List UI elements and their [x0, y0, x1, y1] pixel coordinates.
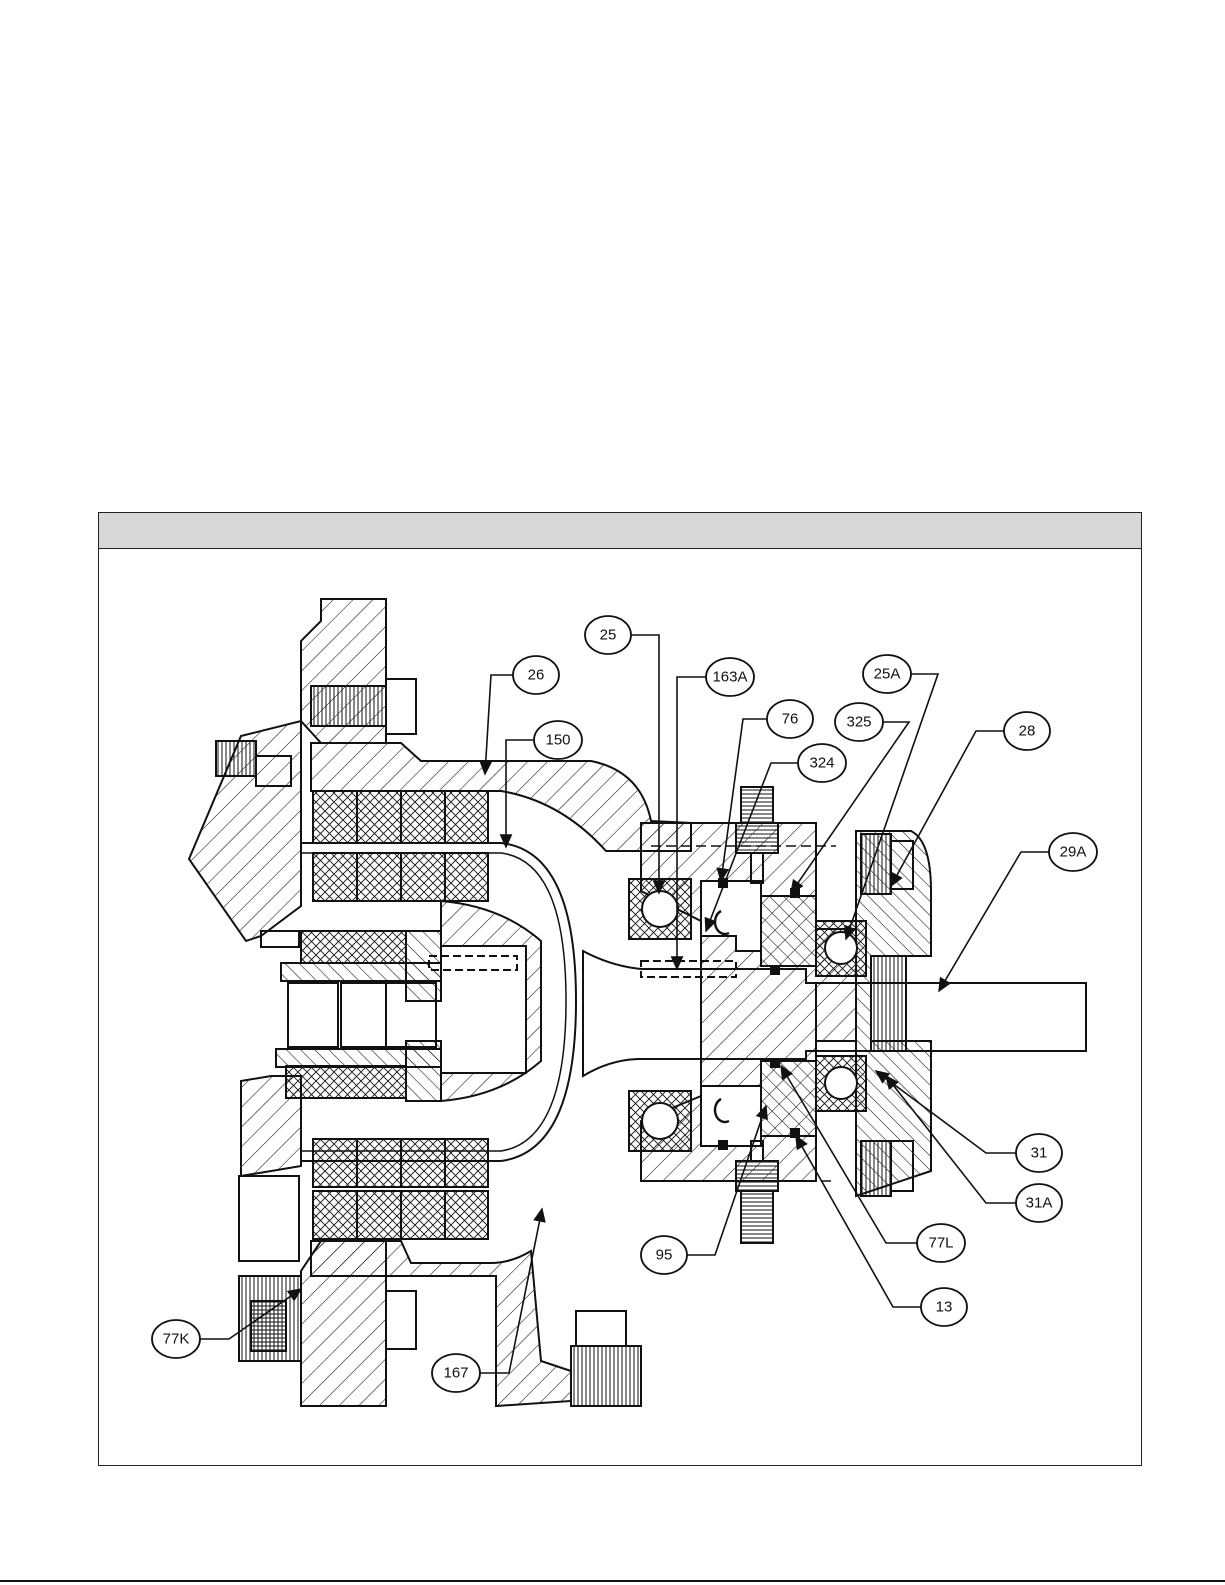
retainer-ring-lower	[701, 1086, 761, 1146]
lower-drain-block	[239, 1176, 299, 1261]
flange-bolt-lower	[386, 1291, 416, 1349]
callout-label-26: 26	[528, 667, 545, 684]
magnet-inner-lower	[286, 1066, 406, 1098]
callout-label-77k: 77K	[163, 1331, 190, 1348]
base-bolt-nut	[571, 1346, 641, 1406]
callout-label-25: 25	[600, 627, 617, 644]
callout-label-77l: 77L	[928, 1235, 953, 1252]
callout-label-31: 31	[1031, 1145, 1048, 1162]
callout-label-163a: 163A	[712, 669, 747, 686]
leader-29a	[939, 852, 1049, 991]
seal-carrier	[761, 896, 816, 966]
hub-plate-lower	[276, 1049, 441, 1067]
base-bolt-head	[576, 1311, 626, 1346]
adapter-bolt	[216, 741, 256, 776]
page-bottom-rule	[0, 1580, 1225, 1582]
callout-label-95: 95	[656, 1247, 673, 1264]
callout-label-29a: 29A	[1060, 844, 1087, 861]
callout-label-31a: 31A	[1026, 1195, 1053, 1212]
callout-label-324: 324	[809, 755, 834, 772]
key-left	[429, 956, 517, 970]
callout-label-13: 13	[936, 1299, 953, 1316]
cap-bolt-lower	[861, 1141, 891, 1196]
inner-hub	[441, 901, 541, 1101]
hub-plate-upper	[281, 963, 441, 981]
coupling-right	[341, 983, 386, 1047]
callout-label-28: 28	[1019, 723, 1036, 740]
figure-header-bar	[99, 513, 1141, 549]
figure-frame: 25 163A 26 150 76 324 25A 325 28 29A 31 …	[98, 512, 1142, 1466]
callout-label-325: 325	[846, 714, 871, 731]
callout-label-167: 167	[443, 1365, 468, 1382]
pump-cross-section-drawing: 25 163A 26 150 76 324 25A 325 28 29A 31 …	[99, 549, 1141, 1465]
leader-26	[485, 675, 513, 774]
callout-label-76: 76	[782, 711, 799, 728]
magnet-inner-upper	[301, 931, 406, 963]
callout-label-25a: 25A	[874, 666, 901, 683]
flange-bolt-upper	[311, 686, 386, 726]
seal-carrier-lower	[761, 1061, 816, 1136]
shaft-nut	[871, 956, 906, 1051]
callout-label-150: 150	[545, 732, 570, 749]
vent-plug-top	[741, 787, 773, 823]
coupling-left	[288, 983, 338, 1047]
